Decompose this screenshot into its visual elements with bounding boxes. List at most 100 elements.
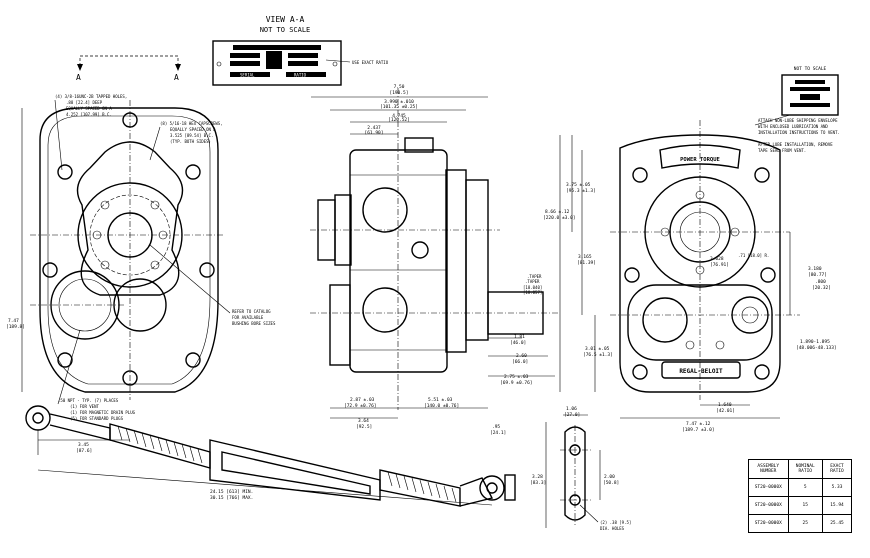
svg-text:(4) 3/8-16UNC-2B TAPPED HOLES,: (4) 3/8-16UNC-2B TAPPED HOLES, .88 [22.4… (55, 94, 130, 117)
label-a-left: A (76, 73, 81, 82)
svg-text:[61.90]: [61.90] (365, 130, 384, 136)
header-exact: EXACT RATIO (821, 459, 853, 479)
right-view: POWER TORQUE REGAL-BELOIT NOT TO SCALE A… (543, 66, 842, 433)
svg-text:3.01 ±.05: 3.01 ±.05 (585, 346, 610, 352)
torque-arm: 3.45 [87.6] 24.15 [613] MIN. 30.15 [766]… (25, 405, 516, 507)
table-row: ST20-0000X 25 25.45 (748, 514, 853, 533)
svg-text:4.745: 4.745 (392, 113, 406, 119)
plate-screw-right (332, 61, 338, 67)
bracket-outline (564, 426, 586, 521)
turnbuckle (209, 439, 381, 501)
view-subtitle: NOT TO SCALE (260, 26, 311, 34)
rod-end-left (25, 405, 51, 431)
svg-text:REFER TO CATALOG FOR AVA: REFER TO CATALOG FOR AVAILABLE BUSHING B… (232, 309, 276, 326)
svg-text:DIA. HOLES: DIA. HOLES (600, 526, 625, 531)
side-view: 7.50 [190.5] 3.990 ±.010 [101.35 ±0.25] … (310, 84, 560, 430)
svg-text:.71 [18.0] R.: .71 [18.0] R. (738, 253, 769, 258)
svg-text:.800: .800 (815, 279, 826, 285)
svg-text:[18.057]: [18.057] (523, 290, 542, 295)
svg-text:1.06: 1.06 (566, 406, 577, 412)
svg-text:[81.39]: [81.39] (577, 260, 596, 266)
svg-text:7.47 ±.12: 7.47 ±.12 (686, 421, 711, 427)
arrow-a-left (77, 64, 83, 71)
svg-text:SERIAL: SERIAL (240, 73, 255, 78)
rod-thread-left (109, 423, 211, 469)
svg-text:[120.52]: [120.52] (388, 117, 410, 123)
svg-text:[48.006-48.133]: [48.006-48.133] (796, 345, 837, 351)
front-view-notes: (4) 3/8-16UNC-2B TAPPED HOLES, .88 [22.4… (54, 94, 276, 421)
brand-plate (659, 144, 741, 169)
section-arrows: A A (76, 55, 181, 82)
svg-text:[27.0]: [27.0] (564, 412, 580, 418)
svg-text:[69.9 ±0.76]: [69.9 ±0.76] (500, 380, 533, 386)
view-title: VIEW A-A (266, 15, 305, 24)
svg-text:[83.3]: [83.3] (530, 480, 546, 486)
table-header-row: ASSEMBLY NUMBER NOMINAL RATIO EXACT RATI… (748, 459, 853, 479)
svg-text:[189.7 ±3.0]: [189.7 ±3.0] (682, 427, 715, 433)
svg-text:7.50: 7.50 (394, 84, 405, 90)
svg-text:[18.040]: [18.040] (523, 285, 542, 290)
table-row: ST20-0000X 15 15.94 (748, 496, 853, 515)
svg-text:1.81: 1.81 (514, 334, 525, 340)
svg-text:[220.0 ±3.0]: [220.0 ±3.0] (543, 215, 576, 221)
svg-text:3.75 ±.05: 3.75 ±.05 (566, 182, 591, 188)
brand-bottom: REGAL-BELOIT (679, 368, 723, 375)
svg-text:NOT TO SCALE: NOT TO SCALE (794, 66, 827, 72)
svg-text:(2) .38 [9.5]: (2) .38 [9.5] (600, 520, 631, 525)
svg-text:[42.01]: [42.01] (716, 408, 735, 414)
svg-text:5.51 ±.03: 5.51 ±.03 (428, 397, 453, 403)
rod-thread-right (379, 469, 461, 507)
table-row: ST20-0000X 5 5.33 (748, 478, 853, 497)
svg-text:2.00: 2.00 (604, 474, 615, 480)
svg-text:3.180: 3.180 (808, 266, 822, 272)
svg-text:2.437: 2.437 (367, 125, 381, 131)
svg-text:[190.5]: [190.5] (390, 90, 409, 96)
svg-text:30.15 [766] MAX.: 30.15 [766] MAX. (210, 495, 253, 501)
plate-note: USE EXACT RATIO (352, 60, 389, 65)
plate-screw-left (216, 61, 222, 67)
svg-text:[76.5 ±1.3]: [76.5 ±1.3] (583, 352, 613, 358)
svg-text:3.64: 3.64 (358, 418, 369, 424)
header-nominal: NOMINAL RATIO (787, 459, 823, 479)
svg-text:[101.35 ±0.25]: [101.35 ±0.25] (380, 104, 418, 110)
bracket-detail: 1.06 [27.0] 3.28 [83.3] 2.00 [50.8] (2) … (530, 406, 631, 531)
svg-text:3.165: 3.165 (578, 254, 592, 260)
rod-end-right (479, 475, 505, 501)
svg-text:[80.77]: [80.77] (808, 272, 827, 278)
bolt-heads-front (42, 112, 215, 386)
svg-text:3.028: 3.028 (710, 256, 724, 262)
svg-text:[20.32]: [20.32] (812, 285, 831, 291)
svg-text:2.60: 2.60 (516, 353, 527, 359)
small-plate (781, 74, 839, 116)
svg-text:2.87 ±.03: 2.87 ±.03 (350, 397, 375, 403)
svg-text:.TAPER: .TAPER (525, 279, 540, 284)
svg-text:3.28: 3.28 (532, 474, 543, 480)
nameplate-bar (233, 45, 321, 50)
svg-text:.95: .95 (492, 424, 500, 430)
side-housing (349, 149, 448, 373)
front-view: 7.47 [189.8] (6, 100, 225, 400)
label-a-right: A (174, 73, 179, 82)
svg-text:[189.8]: [189.8] (6, 324, 25, 330)
arrow-a-right (175, 64, 181, 71)
right-housing (619, 134, 781, 393)
svg-text:[50.8]: [50.8] (603, 480, 619, 486)
svg-text:[46.0]: [46.0] (510, 340, 526, 346)
ratio-table: ASSEMBLY NUMBER NOMINAL RATIO EXACT RATI… (748, 459, 853, 533)
svg-text:.50 NPT - TYP. (7) PLACES: .50 NPT - TYP. (7) PLACES (1) FOR VENT (… (58, 398, 137, 421)
svg-text:1.890-1.895: 1.890-1.895 (800, 339, 830, 345)
svg-text:[72.9 ±0.76]: [72.9 ±0.76] (344, 403, 377, 409)
svg-text:[92.5]: [92.5] (356, 424, 372, 430)
vent-boss (404, 137, 434, 153)
svg-text:[76.91]: [76.91] (710, 262, 729, 268)
svg-text:ATTACH NON-LUBE SHIPPING ENVEL: ATTACH NON-LUBE SHIPPING ENVELOPE WITH E… (758, 118, 842, 153)
bolt-heads-right (624, 167, 776, 380)
svg-text:[24.1]: [24.1] (490, 430, 506, 436)
svg-text:8.66 ±.12: 8.66 ±.12 (545, 209, 570, 215)
svg-text:24.15 [613] MIN.: 24.15 [613] MIN. (210, 489, 253, 495)
svg-text:[66.0]: [66.0] (512, 359, 528, 365)
view-a-a-header: VIEW A-A NOT TO SCALE SERIAL RATIO USE E… (212, 15, 389, 86)
svg-text:1.640: 1.640 (718, 402, 732, 408)
nameplate-outline (212, 40, 342, 86)
